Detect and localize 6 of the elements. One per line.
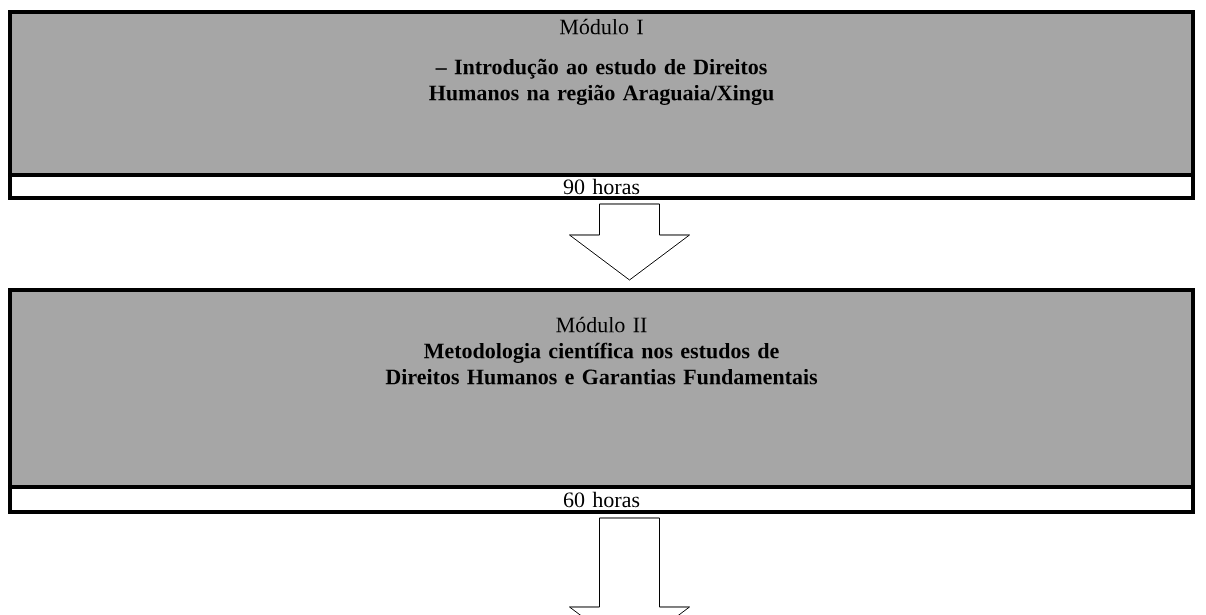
block-arrow: [569, 203, 690, 281]
module-box: Módulo I – Introdução ao estudo de Direitos Humanos na região Araguaia/Xingu: [8, 10, 1195, 177]
module-box: Módulo II Metodologia científica nos estudos de Direitos Humanos e Garantias Fundamentais: [8, 288, 1195, 489]
hours-box: 90 horas: [8, 173, 1195, 200]
block-arrow: [569, 517, 690, 615]
hours-box: 60 horas: [8, 485, 1195, 514]
